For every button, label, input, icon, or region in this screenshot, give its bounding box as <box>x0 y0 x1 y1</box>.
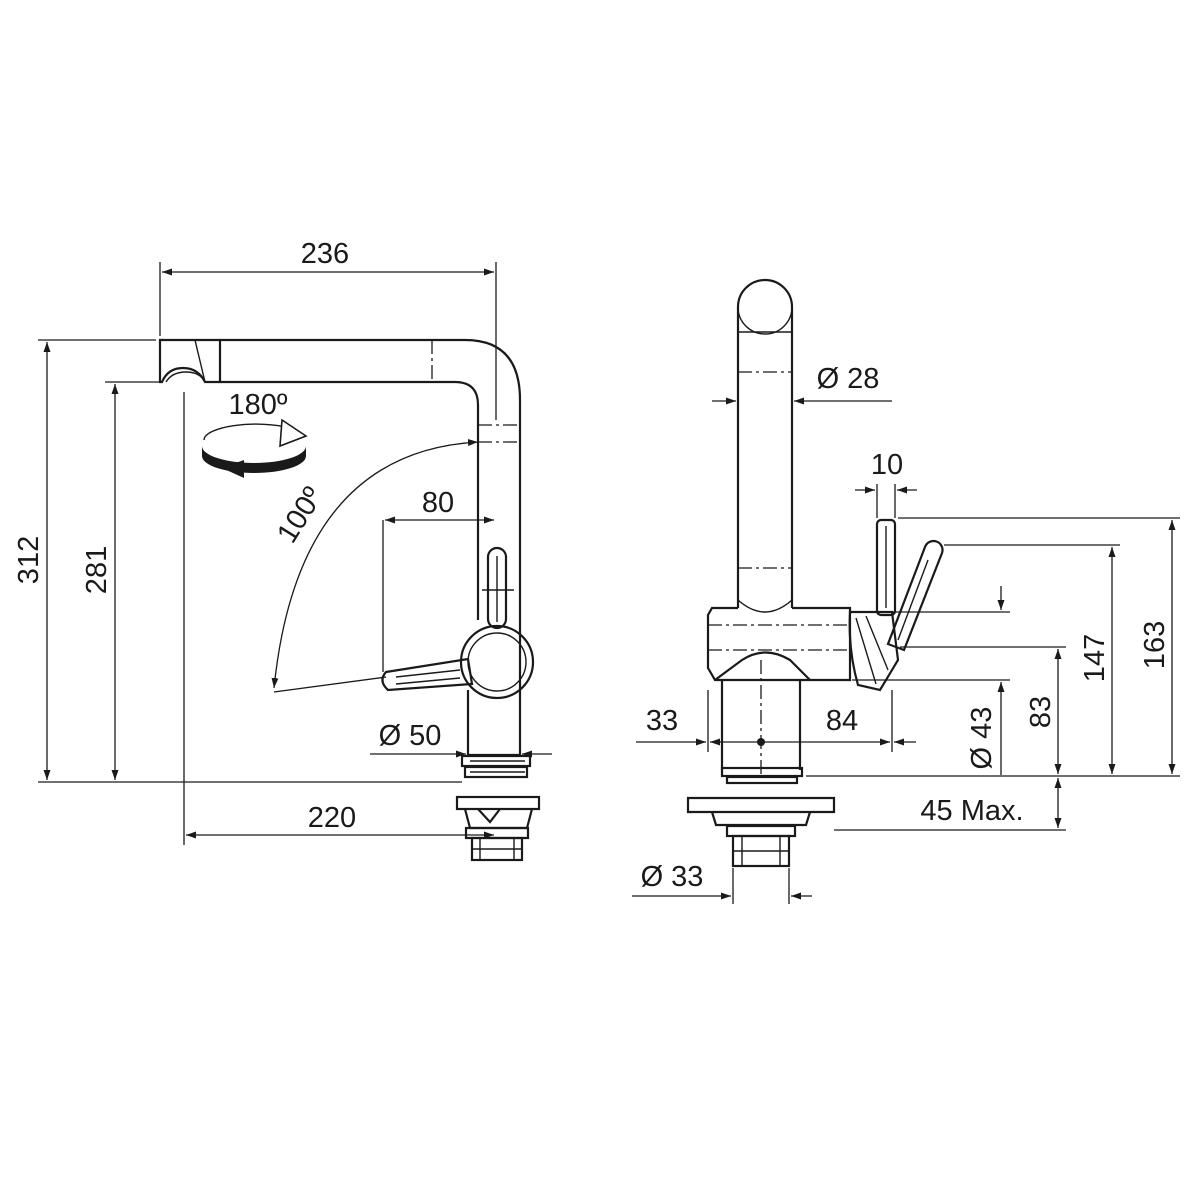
lever-clearance-label: 80 <box>422 487 454 519</box>
spout-height-label: 281 <box>81 546 113 594</box>
body-width-left-label: 33 <box>646 705 678 737</box>
rotation-180-icon <box>202 418 308 478</box>
spout-diameter-label: Ø 28 <box>817 363 880 395</box>
body-diameter-label: Ø 43 <box>966 707 998 770</box>
spout-to-wall-label: 220 <box>308 802 356 834</box>
lever-top-height-label: 163 <box>1139 621 1171 669</box>
lever-angle-label: 100º <box>271 481 330 548</box>
lever-tilt-height-label: 147 <box>1079 634 1111 682</box>
swivel-angle-label: 180º <box>229 389 288 421</box>
lever-width-label: 10 <box>871 449 903 481</box>
reach-label: 236 <box>301 238 349 270</box>
front-dimensions <box>632 397 1180 904</box>
total-height-label: 312 <box>13 536 45 584</box>
side-faucet-body <box>158 338 541 862</box>
body-width-right-label: 84 <box>826 705 858 737</box>
shank-diameter-label: Ø 33 <box>641 861 704 893</box>
front-view: Ø 28 10 163 147 83 Ø 43 33 84 45 Max. Ø … <box>632 278 1180 904</box>
side-dimensions <box>38 262 552 845</box>
deck-thickness-label: 45 Max. <box>920 795 1023 827</box>
front-faucet-body <box>686 278 944 868</box>
base-diameter-label: Ø 50 <box>379 720 442 752</box>
side-view: 236 312 281 180º 100º 80 Ø 50 220 <box>13 238 552 862</box>
body-height-label: 83 <box>1025 696 1057 728</box>
